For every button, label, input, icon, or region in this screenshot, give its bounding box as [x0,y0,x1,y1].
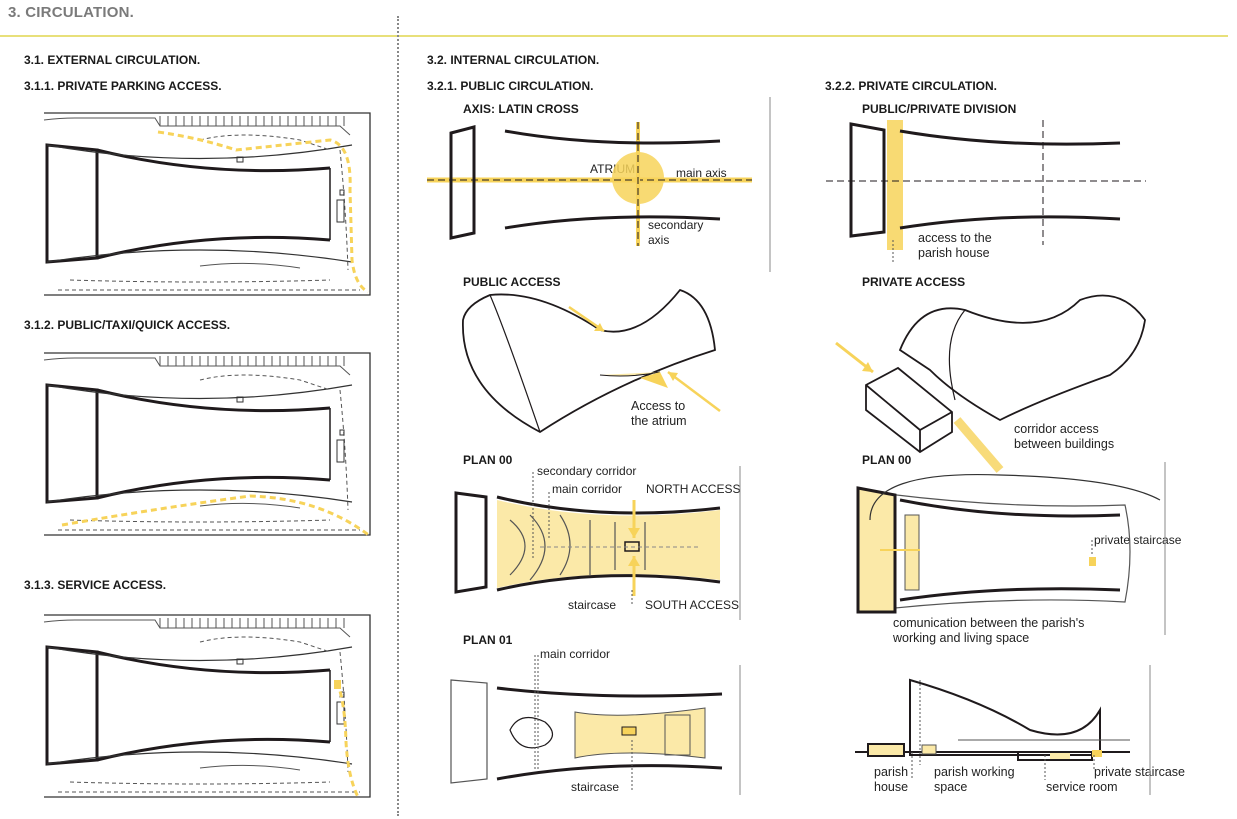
private-parking-heading: 3.1.1. PRIVATE PARKING ACCESS. [24,79,222,93]
main-axis-label: main axis [676,166,727,180]
corridor-access-label-2: between buildings [1014,437,1115,451]
communication-label-2: working and living space [893,631,1030,645]
parish-working-label-2: space [934,780,968,794]
service-access-plan [42,613,372,799]
parish-house-label-2: house [874,780,909,794]
access-atrium-label-2: the atrium [631,414,687,428]
plan01-public-sketch [450,655,741,795]
title-underline [0,35,1228,37]
latin-cross-diagram [427,97,771,272]
access-parish-label-1: access to the [918,231,992,245]
external-circulation-heading: 3.1. EXTERNAL CIRCULATION. [24,53,201,67]
plan00-public-sketch [454,466,741,620]
secondary-axis-label-2: axis [648,233,670,247]
communication-label-1: comunication between the parish's [893,616,1085,630]
north-access-label: NORTH ACCESS [646,482,741,496]
plan00-private-heading: PLAN 00 [862,453,912,467]
column-divider [397,16,399,816]
main-corridor-01-label: main corridor [540,647,611,661]
service-access-heading: 3.1.3. SERVICE ACCESS. [24,578,167,592]
private-access-heading: PRIVATE ACCESS [862,275,966,289]
main-corridor-label: main corridor [552,482,623,496]
axis-latin-cross-heading: AXIS: LATIN CROSS [463,102,579,116]
private-parking-plan [42,111,372,297]
public-private-division-heading: PUBLIC/PRIVATE DIVISION [862,102,1017,116]
parish-house-label-1: parish [874,765,909,779]
access-parish-label-2: parish house [918,246,990,260]
private-access-sketch [835,294,1146,473]
public-access-heading: PUBLIC ACCESS [463,275,561,289]
public-circulation-heading: 3.2.1. PUBLIC CIRCULATION. [427,79,594,93]
staircase-01-label: staircase [571,780,620,794]
page-title: 3. CIRCULATION. [8,4,135,21]
private-staircase-label: private staircase [1094,533,1182,547]
public-access-sketch [462,288,721,434]
section-sketch [855,665,1151,795]
private-circulation-heading: 3.2.2. PRIVATE CIRCULATION. [825,79,998,93]
public-private-division-sketch [826,120,1146,262]
plan00-public-heading: PLAN 00 [463,453,513,467]
internal-circulation-heading: 3.2. INTERNAL CIRCULATION. [427,53,600,67]
service-room-label: service room [1046,780,1118,794]
public-taxi-heading: 3.1.2. PUBLIC/TAXI/QUICK ACCESS. [24,318,231,332]
private-staircase-2-label: private staircase [1094,765,1186,779]
staircase-label: staircase [568,598,617,612]
access-atrium-label-1: Access to [631,399,686,413]
south-access-label: SOUTH ACCESS [645,598,740,612]
parish-working-label-1: parish working [934,765,1015,779]
secondary-axis-label-1: secondary [648,218,704,232]
public-taxi-plan [42,351,372,538]
secondary-corridor-label: secondary corridor [537,464,637,478]
plan00-private-sketch [856,462,1166,635]
corridor-access-label-1: corridor access [1014,422,1099,436]
plan01-heading: PLAN 01 [463,633,513,647]
